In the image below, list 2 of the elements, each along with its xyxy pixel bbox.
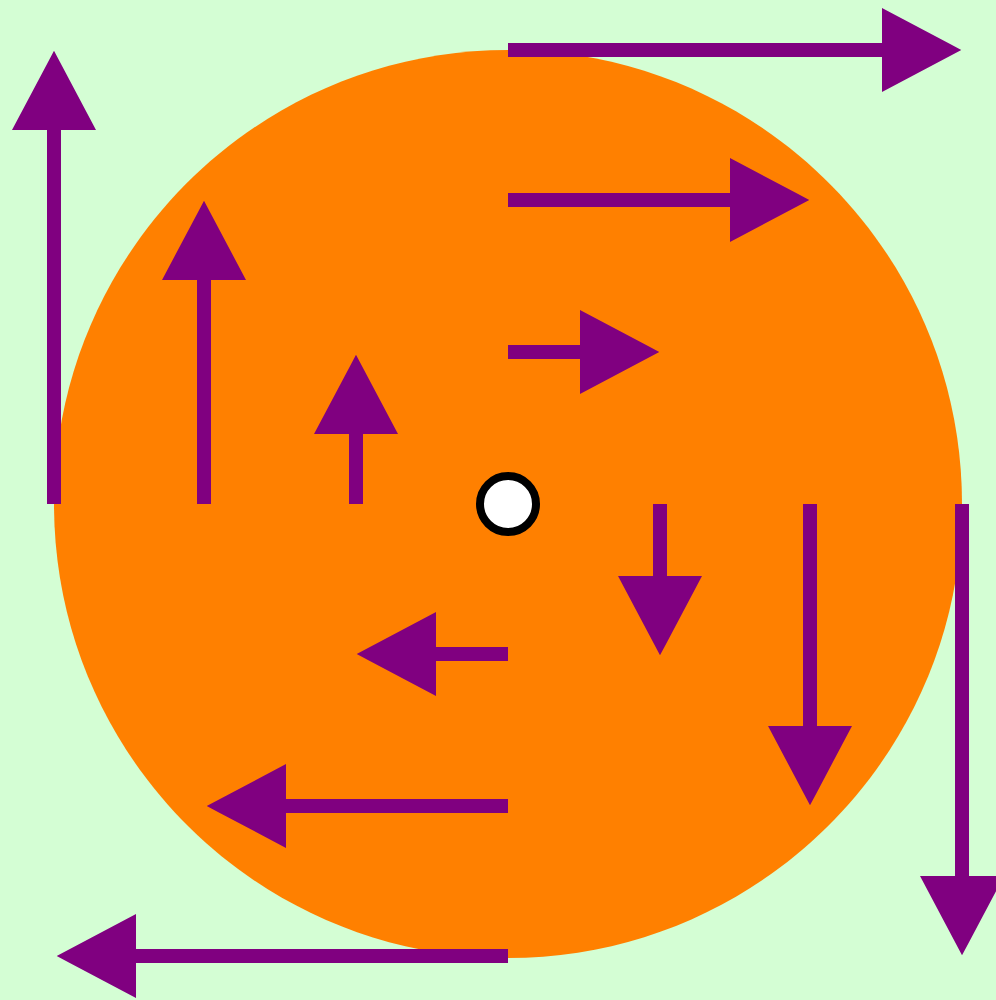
- disc: [54, 50, 962, 958]
- center-dot: [476, 472, 540, 536]
